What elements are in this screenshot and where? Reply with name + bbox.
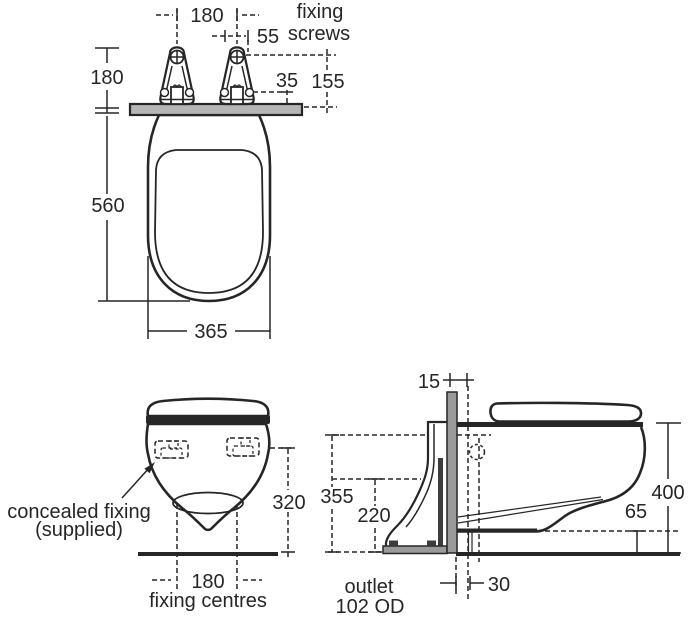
- dim-frame-height-label: 355: [320, 486, 353, 508]
- dim-outlet-setback-label: 30: [488, 574, 510, 596]
- dim-screw-line-to-rail-label: 155: [311, 71, 344, 93]
- dim-screw-centres: 180: [156, 5, 259, 44]
- outlet-carrier: [382, 420, 448, 555]
- fixing-centres-label: fixing centres: [149, 590, 267, 612]
- bowl-opening: [172, 491, 244, 515]
- pan-front-outline: [145, 422, 271, 532]
- dim-screw-to-rail-label: 35: [276, 70, 298, 92]
- dim-screw-offset-label: 55: [257, 26, 279, 48]
- dim-panel-thickness: 15: [418, 371, 474, 393]
- dim-bracket-height-label: 180: [90, 67, 123, 89]
- outlet-label-line2: 102 OD: [336, 596, 405, 618]
- dim-pan-width-label: 365: [194, 321, 227, 343]
- seat-lid-front: [146, 397, 270, 418]
- fixing-bracket-right: [219, 46, 255, 106]
- dim-panel-thickness-label: 15: [418, 371, 440, 393]
- dim-underside-height: 65: [625, 501, 647, 554]
- dim-screw-to-rail: 35: [253, 70, 298, 104]
- concealed-fixing-left: [154, 440, 189, 459]
- dim-screw-centres-label: 180: [190, 5, 223, 27]
- dim-fixing-centres: 180 fixing centres: [149, 571, 267, 612]
- dim-underside-height-label: 65: [625, 501, 647, 523]
- front-view: concealed fixing (supplied) 320 180 fixi…: [7, 397, 306, 612]
- dim-fixing-height-label: 320: [272, 492, 305, 514]
- dim-outlet-height-label: 220: [357, 505, 390, 527]
- dim-fixing-height: 320: [272, 447, 306, 560]
- seat-lid-side: [489, 401, 643, 423]
- dim-screw-offset: 55: [212, 26, 279, 52]
- dim-fixing-centres-label: 180: [191, 571, 224, 593]
- wall-rail: [128, 102, 304, 117]
- pan-top-outline: [146, 113, 272, 303]
- dim-bracket-height: 180: [90, 47, 124, 114]
- dim-pan-height-label: 400: [651, 482, 684, 504]
- concealed-fixing-label-line2: (supplied): [35, 519, 123, 541]
- dim-pan-width: 365: [147, 256, 271, 343]
- dim-outlet-height: 220: [357, 478, 391, 553]
- dim-outlet-setback: 30: [440, 574, 510, 596]
- concealed-fixing-right: [226, 437, 260, 457]
- foot-bolt-icon: [389, 540, 398, 546]
- side-view: 15 355 220 400: [320, 371, 684, 618]
- fixing-screws-label-line2: screws: [288, 23, 350, 45]
- fixing-bracket-left: [159, 46, 195, 106]
- dim-frame-height: 355: [320, 434, 354, 553]
- seat-edge-band: [146, 415, 270, 424]
- dim-pan-depth-label: 560: [91, 195, 124, 217]
- frame-upright: [438, 458, 443, 546]
- carrier-foot: [382, 545, 448, 555]
- dim-screw-line-to-rail: 155: [246, 49, 345, 114]
- concealed-fixing-label-line1: concealed fixing: [7, 501, 150, 523]
- top-view: 180 55 180 35: [90, 1, 350, 343]
- dim-pan-depth: 560: [91, 116, 190, 302]
- fixing-screws-label-line1: fixing: [297, 1, 344, 23]
- dim-pan-height: 400: [651, 422, 685, 554]
- wall-panel: [446, 391, 458, 554]
- fixing-hole-hidden: [468, 443, 486, 461]
- arrowhead-icon: [144, 462, 155, 474]
- pan-side-outline: [457, 422, 647, 553]
- outlet-label-line1: outlet: [345, 576, 394, 598]
- concealed-fixing-callout: [121, 462, 155, 499]
- foot-bolt-icon: [427, 540, 436, 546]
